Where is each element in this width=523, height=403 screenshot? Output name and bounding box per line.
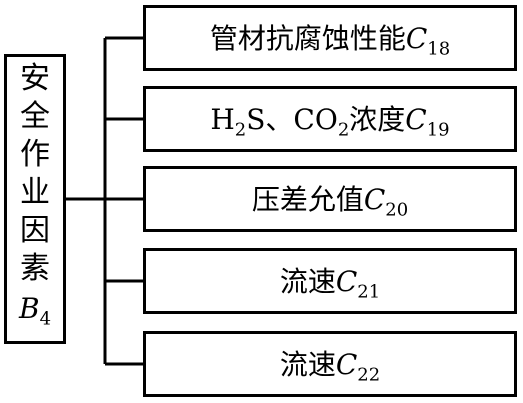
branch-box-c22: 流速C22 [143,331,517,397]
branch-subscript: 20 [385,199,409,221]
branch-box-c19: H2S、CO2浓度C19 [143,86,517,152]
branch-text: 流速 [279,347,336,381]
branch-subscript: 19 [426,119,450,141]
root-variable: B4 [19,290,51,339]
branch-label: H2S、CO2浓度C19 [210,98,449,141]
branch-box-c20: 压差允值C20 [143,166,517,232]
branch-text: 浓度 [349,102,406,136]
root-char: 因 [20,212,50,248]
branch-text: S、CO [246,102,338,136]
branch-label: 压差允值C20 [252,178,408,221]
branch-label: 流速C21 [280,260,380,303]
branch-subscript: 21 [357,281,381,303]
root-char: 作 [20,136,50,172]
branch-text: 压差允值 [251,182,364,216]
root-var-subscript: 4 [39,308,52,330]
branch-subscript: 2 [234,119,247,141]
branch-label: 管材抗腐蚀性能C18 [210,17,450,60]
branch-var: C [335,347,358,381]
branch-var: C [363,182,386,216]
branch-subscript: 22 [357,364,381,386]
branch-label: 流速C22 [280,343,380,386]
branch-box-c21: 流速C21 [143,248,517,314]
branch-subscript: 2 [337,119,350,141]
branch-var: C [405,21,428,55]
branch-text: H [210,102,235,136]
root-char: 素 [20,250,50,286]
branch-subscript: 18 [427,38,451,60]
branch-text: 管材抗腐蚀性能 [209,21,406,55]
root-char: 全 [20,98,50,134]
branch-box-c18: 管材抗腐蚀性能C18 [143,5,517,71]
root-char: 安 [20,60,50,96]
root-var-letter: B [18,291,40,325]
root-factor-box: 安 全 作 业 因 素 B4 [4,54,66,344]
root-char: 业 [20,174,50,210]
branch-var: C [405,102,427,136]
branch-text: 流速 [279,264,336,298]
branch-var: C [335,264,358,298]
